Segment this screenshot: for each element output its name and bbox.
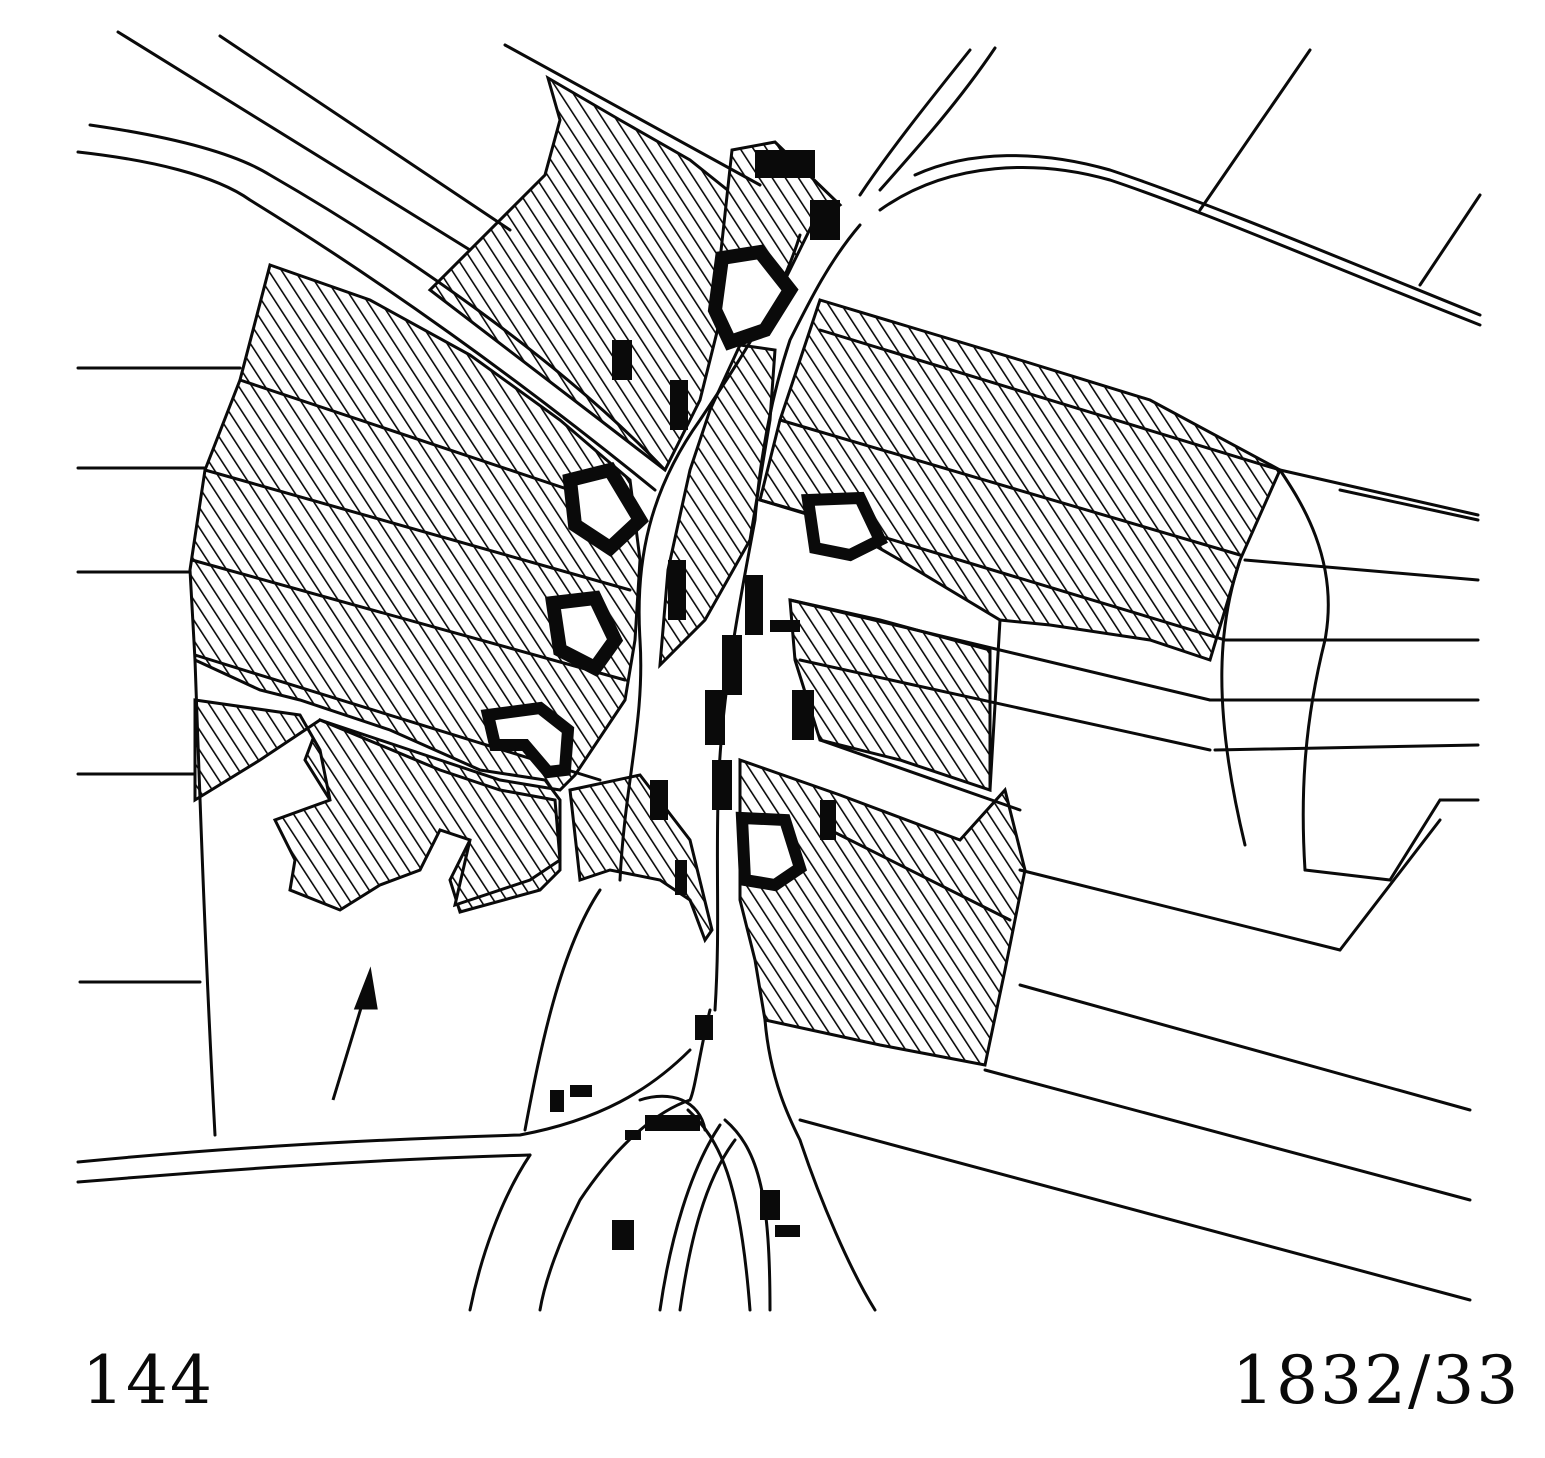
- building: [670, 380, 688, 430]
- buildings: [480, 150, 888, 1250]
- parcel-north-west-upper: [427, 74, 785, 473]
- building: [770, 620, 800, 632]
- building: [745, 575, 763, 635]
- building: [792, 690, 814, 740]
- building: [760, 1190, 780, 1220]
- building: [712, 760, 732, 810]
- parcel-east-lower: [738, 757, 1027, 1067]
- building: [668, 560, 686, 620]
- parcel-south-central: [568, 773, 714, 944]
- building: [612, 1220, 634, 1250]
- figure-date: 1832/33: [1232, 1342, 1521, 1419]
- building-farmstead: [707, 244, 799, 351]
- building: [705, 690, 725, 745]
- building: [612, 340, 632, 380]
- building: [775, 1225, 800, 1237]
- building-farmstead: [735, 811, 808, 892]
- parcel-east-upper: [758, 298, 1282, 662]
- building: [650, 780, 668, 820]
- building: [625, 1130, 641, 1140]
- north-arrow-icon: [331, 966, 378, 1101]
- parcel-central-island: [658, 343, 777, 669]
- parcel-west-lower-lobe: [193, 698, 562, 912]
- building: [550, 1090, 564, 1112]
- figure-number: 144: [82, 1342, 214, 1419]
- building-farmstead: [480, 701, 575, 779]
- building-farmstead: [801, 491, 888, 562]
- building: [820, 800, 836, 840]
- building: [675, 860, 687, 895]
- building: [755, 150, 815, 178]
- building: [570, 1085, 592, 1097]
- building: [695, 1015, 713, 1040]
- building-farmstead: [562, 461, 649, 557]
- building: [810, 200, 840, 240]
- building: [722, 635, 742, 695]
- building: [645, 1115, 700, 1131]
- building-farmstead: [545, 590, 624, 677]
